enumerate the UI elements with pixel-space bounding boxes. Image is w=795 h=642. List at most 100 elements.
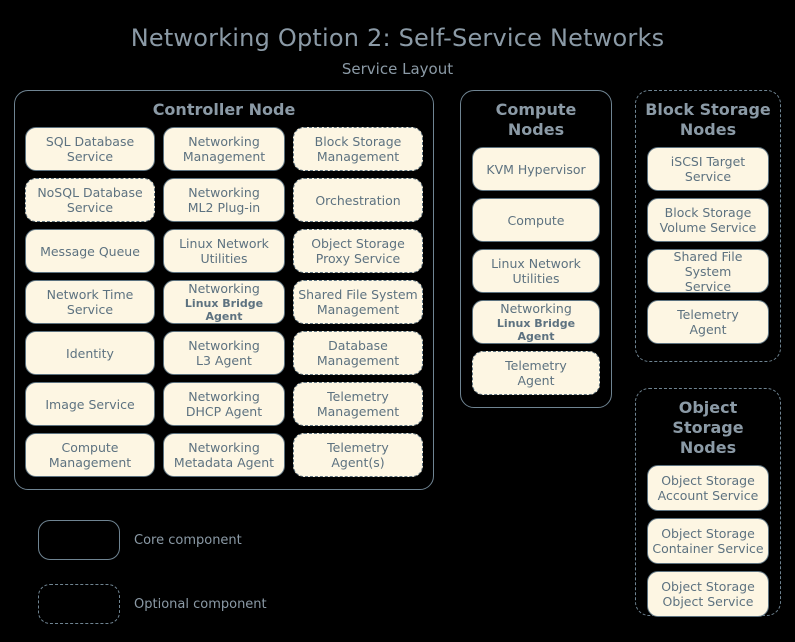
service-label-primary: Object Storage <box>661 579 755 594</box>
service-label-primary: Message Queue <box>40 243 140 259</box>
service-label-secondary: Service <box>684 278 732 294</box>
service-label-primary: Linux Network <box>179 236 269 251</box>
controller-service-item[interactable]: Orchestration <box>293 178 423 222</box>
service-label-secondary: ML2 Plug-in <box>187 200 261 215</box>
compute-service-item[interactable]: Compute <box>472 198 600 242</box>
service-label-secondary: Container Service <box>652 541 764 556</box>
service-label-secondary: Utilities <box>512 271 560 286</box>
service-label-primary: Identity <box>66 345 114 361</box>
service-label-primary: Block Storage <box>314 134 402 149</box>
service-label-secondary: DHCP Agent <box>185 404 263 419</box>
service-label-secondary: Service <box>684 169 732 184</box>
service-label-primary: Networking <box>188 440 260 455</box>
service-label-primary: Networking <box>188 338 260 353</box>
service-label-secondary: Metadata Agent <box>173 455 275 470</box>
controller-service-item[interactable]: Image Service <box>25 382 155 426</box>
service-label-secondary: Linux Bridge Agent <box>184 296 264 323</box>
service-label-secondary: Management <box>316 302 400 317</box>
service-label-primary: Networking <box>188 134 260 149</box>
service-label-secondary: Service <box>66 302 114 317</box>
diagram-subtitle: Service Layout <box>341 60 454 78</box>
service-label-primary: SQL Database <box>45 134 135 149</box>
service-label-primary: Linux Network <box>491 256 581 271</box>
service-label-primary: Networking <box>188 280 260 296</box>
service-label-primary: Telemetry <box>505 358 567 373</box>
service-label-primary: Object Storage <box>661 526 755 541</box>
service-label-secondary: Linux Bridge Agent <box>496 316 576 343</box>
controller-service-item[interactable]: Message Queue <box>25 229 155 273</box>
service-label-secondary: Agent(s) <box>331 455 385 470</box>
service-label-secondary: Agent <box>517 373 555 388</box>
service-label-secondary: Management <box>182 149 266 164</box>
service-label-primary: Database <box>328 338 388 353</box>
service-label-primary: KVM Hypervisor <box>486 161 586 177</box>
service-label-secondary: Account Service <box>657 488 759 503</box>
service-label-primary: iSCSI Target <box>670 154 746 169</box>
service-label-primary: NoSQL Database <box>37 185 143 200</box>
legend-core-row: Core component <box>38 520 242 560</box>
service-label-secondary: Object Service <box>662 594 754 609</box>
service-label-secondary: Service <box>66 200 114 215</box>
legend-optional-row: Optional component <box>38 584 267 624</box>
service-label-primary: Networking <box>188 389 260 404</box>
service-label-primary: Telemetry <box>677 307 739 322</box>
controller-node-title: Controller Node <box>152 100 296 119</box>
object-storage-nodes-title: Object Storage Nodes <box>672 398 744 457</box>
service-label-primary: Networking <box>188 185 260 200</box>
service-label-primary: Object Storage <box>311 236 405 251</box>
controller-service-item[interactable]: Identity <box>25 331 155 375</box>
compute-nodes-title: Compute Nodes <box>495 100 577 139</box>
legend-core-swatch <box>38 520 120 560</box>
service-label-primary: Orchestration <box>315 192 401 208</box>
service-label-secondary: Management <box>316 353 400 368</box>
service-label-secondary: Management <box>316 404 400 419</box>
service-label-primary: Compute <box>507 212 565 228</box>
legend-optional-label: Optional component <box>134 596 267 612</box>
service-label-primary: Compute <box>61 440 119 455</box>
block-storage-nodes-title: Block Storage Nodes <box>645 100 771 139</box>
service-label-primary: Shared File System <box>298 287 418 302</box>
service-label-secondary: Agent <box>689 322 727 337</box>
legend-optional-swatch <box>38 584 120 624</box>
service-label-primary: Networking <box>500 300 572 316</box>
service-label-primary: Telemetry <box>327 389 389 404</box>
compute-service-item[interactable]: KVM Hypervisor <box>472 147 600 191</box>
service-label-secondary: Utilities <box>200 251 248 266</box>
service-label-secondary: Volume Service <box>659 220 757 235</box>
